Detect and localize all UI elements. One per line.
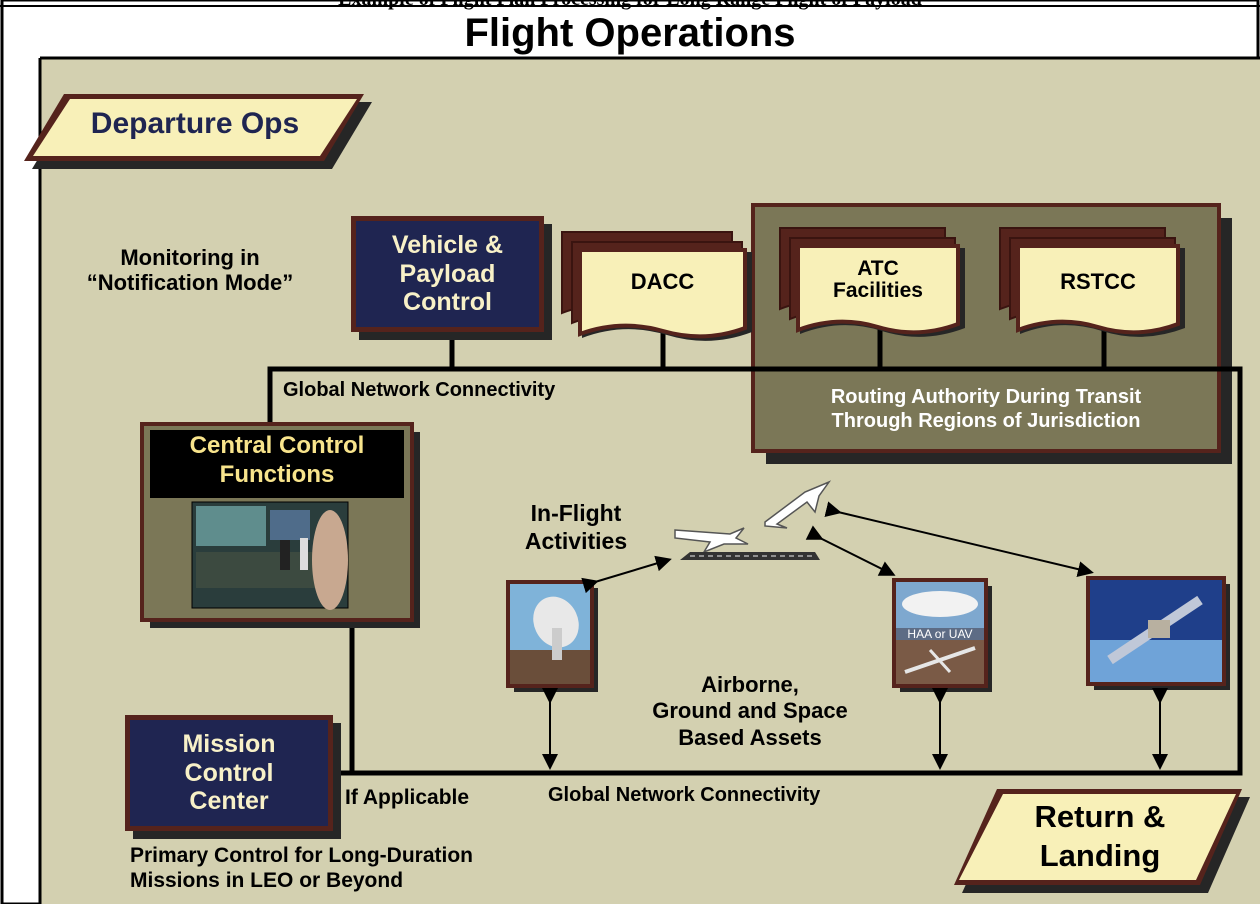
central-line1: Central Control: [189, 432, 365, 459]
vehicle-payload-control-box: Vehicle & Payload Control: [351, 216, 544, 332]
primary-line1: Primary Control for Long-Duration: [130, 844, 473, 867]
inflight-line2: Activities: [524, 527, 628, 554]
link-arrows: [542, 501, 1168, 770]
assets-line1: Airborne,: [701, 672, 799, 697]
atc-line2: Facilities: [833, 279, 923, 303]
assets-line2: Ground and Space: [652, 698, 848, 724]
atc-document-stack: [779, 227, 965, 337]
primary-control-note: Primary Control for Long-Duration Missio…: [130, 843, 473, 893]
atc-line1: ATC: [857, 257, 899, 280]
atc-facilities-label: ATC Facilities: [798, 257, 958, 303]
central-line2: Functions: [219, 460, 335, 488]
satellite-image: [1086, 576, 1230, 690]
central-control-box: [140, 422, 420, 628]
departure-ops-label: Departure Ops: [90, 107, 300, 140]
monitoring-line2: “Notification Mode”: [86, 269, 294, 295]
clipped-caption: Example of Flight Plan Processing for Lo…: [0, 0, 1260, 10]
assets-label: Airborne, Ground and Space Based Assets: [585, 672, 915, 751]
jet-aircraft-icon: [674, 480, 832, 554]
return-landing-label: Return & Landing: [985, 799, 1215, 873]
if-applicable-label: If Applicable: [345, 786, 470, 809]
vehicle-line1: Vehicle &: [391, 230, 504, 259]
vehicle-line2: Payload: [399, 259, 496, 288]
rstcc-label: RSTCC: [1060, 269, 1136, 294]
network-lines: [267, 326, 1243, 776]
mission-line2: Control: [184, 758, 274, 787]
central-control-label: Central Control Functions: [150, 432, 404, 490]
routing-authority-label: Routing Authority During Transit Through…: [755, 385, 1217, 433]
return-label-line2: Landing: [1039, 837, 1161, 873]
haa-uav-label: HAA or UAV: [907, 627, 973, 641]
primary-line2: Missions in LEO or Beyond: [130, 869, 404, 893]
vehicle-line3: Control: [403, 288, 492, 317]
haa-uav-image: [892, 578, 992, 692]
assets-line3: Based Assets: [678, 724, 822, 750]
routing-line1: Routing Authority During Transit: [830, 386, 1142, 408]
mission-line1: Mission: [182, 729, 276, 758]
network-label-bottom: Global Network Connectivity: [548, 784, 821, 806]
runway-icon: [680, 552, 820, 560]
return-landing-banner: [954, 789, 1250, 893]
dacc-document-stack: [561, 231, 752, 341]
mission-line3: Center: [189, 787, 269, 816]
dacc-label: DACC: [630, 269, 695, 294]
mission-control-center-box: Mission Control Center: [125, 715, 333, 831]
inflight-activities-label: In-Flight Activities: [496, 500, 656, 555]
routing-line2: Through Regions of Jurisdiction: [831, 410, 1141, 432]
page-title: Flight Operations: [464, 11, 796, 55]
rstcc-document-stack: [999, 227, 1185, 337]
network-label-top: Global Network Connectivity: [283, 379, 556, 401]
inflight-line1: In-Flight: [530, 500, 622, 526]
monitoring-line1: Monitoring in: [120, 245, 260, 270]
monitoring-note: Monitoring in “Notification Mode”: [40, 245, 340, 295]
ground-antenna-image: [506, 580, 598, 692]
departure-ops-banner: [24, 94, 372, 169]
return-label-line1: Return &: [1034, 799, 1166, 834]
